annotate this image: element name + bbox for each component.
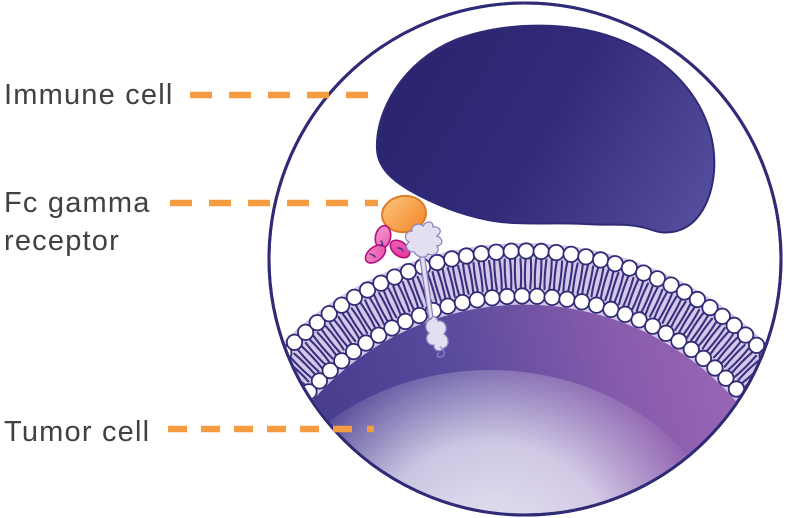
label-fc-gamma-line1: Fc gamma bbox=[4, 187, 151, 219]
immune-cell-shape bbox=[375, 24, 716, 234]
antibody-lobe-left bbox=[364, 244, 387, 264]
label-immune-cell: Immune cell bbox=[4, 76, 174, 114]
figure-frame-outline bbox=[267, 1, 783, 517]
label-tumor-cell: Tumor cell bbox=[4, 413, 150, 451]
antibody-lobe-right bbox=[389, 239, 411, 259]
antigen-extracellular-domain bbox=[404, 221, 443, 258]
antigen-intracellular-domain bbox=[425, 315, 449, 352]
label-fc-gamma-receptor: Fc gamma receptor bbox=[4, 184, 151, 260]
label-tumor-cell-text: Tumor cell bbox=[4, 416, 151, 448]
label-immune-cell-text: Immune cell bbox=[4, 79, 174, 111]
antigen-tail-squiggle bbox=[436, 346, 445, 358]
label-fc-gamma-line2: receptor bbox=[4, 225, 120, 257]
antibody-shape bbox=[364, 224, 411, 264]
tumor-antigen-shape bbox=[404, 221, 449, 358]
fc-gamma-receptor-shape bbox=[381, 194, 427, 234]
